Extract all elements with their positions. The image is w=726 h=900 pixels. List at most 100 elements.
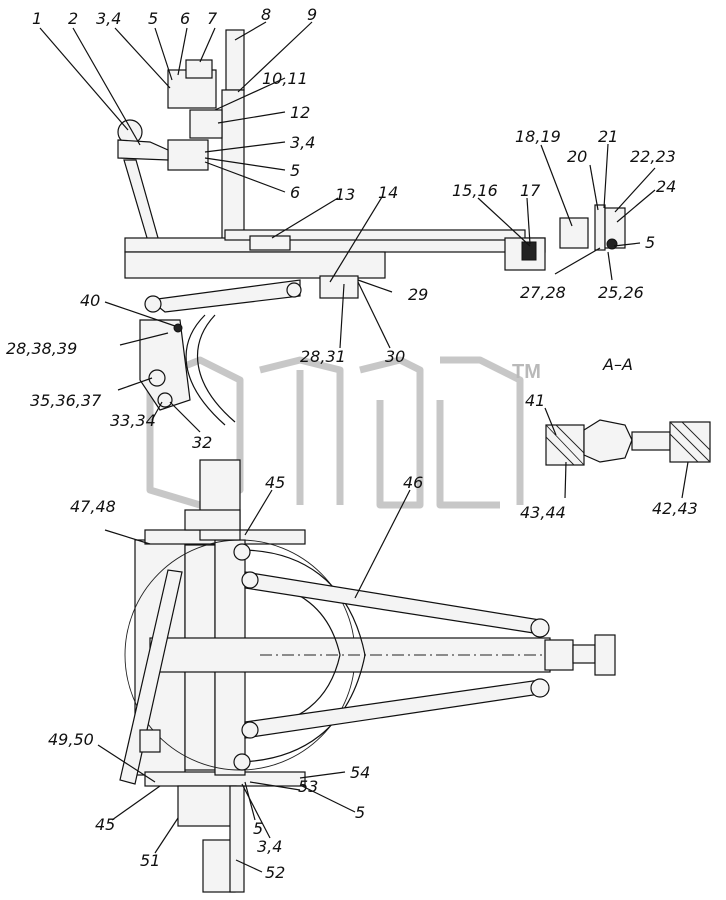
label-13: 13 bbox=[335, 185, 355, 204]
section-shaft bbox=[631, 431, 671, 451]
curved-guide bbox=[185, 314, 226, 426]
label-10-11: 10,11 bbox=[262, 69, 308, 88]
label-35-36-37: 35,36,37 bbox=[30, 391, 102, 410]
label-7: 7 bbox=[207, 9, 218, 28]
label-41: 41 bbox=[525, 391, 545, 410]
frame-tube bbox=[224, 229, 526, 241]
label-2: 2 bbox=[68, 9, 78, 28]
label-18-19: 18,19 bbox=[515, 127, 561, 146]
leader-lines bbox=[39, 21, 689, 873]
middle-clamp bbox=[189, 109, 223, 139]
label-21: 21 bbox=[598, 127, 618, 146]
hitch-pivot bbox=[144, 295, 162, 313]
label-6b: 6 bbox=[290, 183, 300, 202]
vertical-post bbox=[221, 89, 245, 241]
outer-arc bbox=[239, 549, 366, 763]
handle-bracket bbox=[117, 139, 169, 161]
section-hatch-right bbox=[669, 421, 711, 463]
label-53: 53 bbox=[298, 777, 318, 796]
label-25-26: 25,26 bbox=[598, 283, 644, 302]
lower-diagonal-strut bbox=[244, 679, 541, 739]
label-49-50: 49,50 bbox=[48, 730, 94, 749]
pivot-lower bbox=[233, 753, 251, 771]
upper-post-cap bbox=[184, 509, 241, 531]
label-3-4c: 3,4 bbox=[257, 837, 282, 856]
section-hub bbox=[583, 419, 633, 463]
curved-guide-2 bbox=[196, 314, 236, 423]
bolt-25 bbox=[606, 238, 618, 250]
section-title: A–A bbox=[602, 355, 633, 374]
callout-labels: 1 2 3,4 5 6 7 8 9 10,11 12 3,4 5 6 13 14… bbox=[6, 5, 698, 882]
label-14: 14 bbox=[378, 183, 398, 202]
section-hatch-left bbox=[545, 424, 585, 466]
label-8: 8 bbox=[261, 5, 271, 24]
label-47-48: 47,48 bbox=[70, 497, 116, 516]
label-29: 29 bbox=[408, 285, 428, 304]
label-24: 24 bbox=[656, 177, 676, 196]
shaft-end-block bbox=[544, 639, 574, 671]
top-assembly bbox=[117, 29, 626, 426]
handle-bar bbox=[119, 569, 183, 785]
label-1: 1 bbox=[32, 9, 42, 28]
label-45: 45 bbox=[265, 473, 285, 492]
label-42-43: 42,43 bbox=[652, 499, 698, 518]
label-12: 12 bbox=[290, 103, 310, 122]
label-28-38-39: 28,38,39 bbox=[6, 339, 77, 358]
label-32: 32 bbox=[192, 433, 212, 452]
frame-beam-lower bbox=[124, 251, 386, 279]
label-22-23: 22,23 bbox=[630, 147, 676, 166]
pin-40 bbox=[173, 323, 183, 333]
label-5e: 5 bbox=[355, 803, 365, 822]
left-strut bbox=[123, 159, 161, 249]
bottom-assembly bbox=[119, 459, 616, 893]
hitch-arm bbox=[148, 279, 301, 313]
label-9: 9 bbox=[307, 5, 317, 24]
upper-clamp-cap bbox=[185, 59, 213, 79]
label-5c: 5 bbox=[645, 233, 655, 252]
flange-20 bbox=[594, 204, 606, 251]
label-5d: 5 bbox=[253, 819, 263, 838]
strut-joint-lower bbox=[530, 678, 550, 698]
label-52: 52 bbox=[265, 863, 285, 882]
label-54: 54 bbox=[350, 763, 370, 782]
label-5: 5 bbox=[148, 9, 158, 28]
label-51: 51 bbox=[140, 851, 160, 870]
bottom-post-block bbox=[177, 785, 237, 827]
label-40: 40 bbox=[80, 291, 100, 310]
part-17 bbox=[521, 241, 537, 261]
hitch-pivot-2 bbox=[286, 282, 302, 298]
lower-clamp bbox=[167, 139, 209, 171]
lock-mechanism bbox=[139, 319, 191, 411]
label-33-34: 33,34 bbox=[110, 411, 156, 430]
pivot-upper-2 bbox=[241, 571, 259, 589]
label-3-4: 3,4 bbox=[96, 9, 121, 28]
label-15-16: 15,16 bbox=[452, 181, 498, 200]
label-46: 46 bbox=[403, 473, 423, 492]
strut-joint-upper bbox=[530, 618, 550, 638]
vertical-post-top bbox=[225, 29, 245, 91]
label-3-4b: 3,4 bbox=[290, 133, 315, 152]
label-6: 6 bbox=[180, 9, 190, 28]
end-flange bbox=[594, 634, 616, 676]
section-a-a bbox=[545, 419, 711, 466]
label-27-28: 27,28 bbox=[520, 283, 566, 302]
cylinder-13 bbox=[249, 235, 291, 251]
pivot-upper bbox=[233, 543, 251, 561]
label-45b: 45 bbox=[95, 815, 115, 834]
upper-diagonal-strut bbox=[244, 571, 541, 635]
label-20: 20 bbox=[567, 147, 587, 166]
block-14 bbox=[319, 275, 359, 299]
shaft-end-pin bbox=[572, 644, 596, 664]
label-43-44: 43,44 bbox=[520, 503, 566, 522]
label-5b: 5 bbox=[290, 161, 300, 180]
bottom-post bbox=[229, 785, 245, 893]
pin-35 bbox=[148, 369, 166, 387]
label-30: 30 bbox=[385, 347, 405, 366]
label-17: 17 bbox=[520, 181, 541, 200]
handle-clamp bbox=[139, 729, 161, 753]
part-18-block bbox=[559, 217, 589, 249]
watermark-tm: TM bbox=[512, 361, 541, 383]
label-28-31: 28,31 bbox=[300, 347, 346, 366]
